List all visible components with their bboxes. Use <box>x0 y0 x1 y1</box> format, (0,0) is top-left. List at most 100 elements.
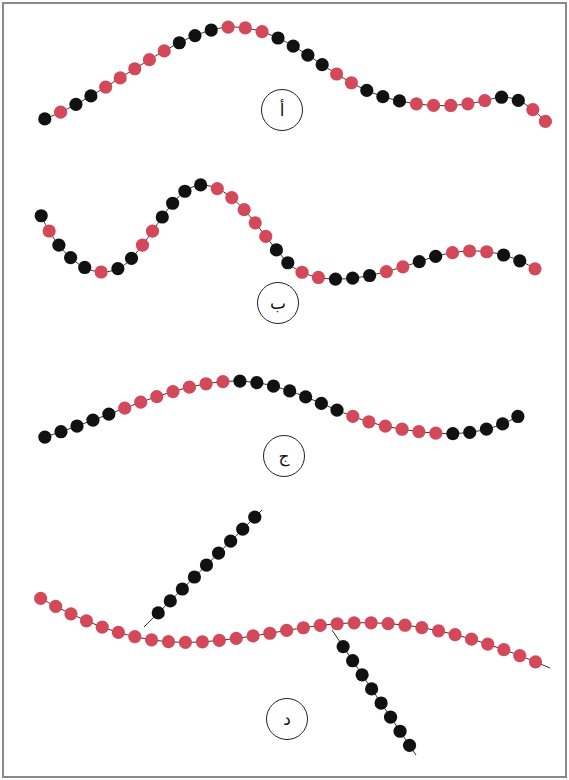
monomer-bead <box>432 624 445 637</box>
monomer-bead <box>188 570 201 583</box>
panel-letter: د <box>283 711 291 728</box>
monomer-bead <box>216 375 229 388</box>
monomer-bead <box>465 633 478 646</box>
monomer-bead <box>80 614 93 627</box>
monomer-bead <box>413 255 426 268</box>
monomer-bead <box>211 182 224 195</box>
monomer-bead <box>295 266 308 279</box>
monomer-bead <box>281 256 294 269</box>
monomer-bead <box>143 53 156 66</box>
monomer-bead <box>384 711 397 724</box>
monomer-bead <box>64 607 77 620</box>
monomer-bead <box>511 410 524 423</box>
monomer-bead <box>393 94 406 107</box>
monomer-bead <box>270 243 283 256</box>
monomer-bead <box>86 414 99 427</box>
monomer-bead <box>301 49 314 62</box>
monomer-bead <box>398 619 411 632</box>
monomer-bead <box>446 427 459 440</box>
monomer-bead <box>145 633 158 646</box>
monomer-bead <box>360 84 373 97</box>
monomer-bead <box>233 374 246 387</box>
monomer-bead <box>345 76 358 89</box>
monomer-bead <box>362 415 375 428</box>
panel-letter: أ <box>280 102 285 119</box>
panel-letter: ج <box>279 448 290 465</box>
monomer-bead <box>224 535 237 548</box>
monomer-bead <box>176 582 189 595</box>
monomer-bead <box>412 425 425 438</box>
monomer-bead <box>396 260 409 273</box>
monomer-bead <box>34 592 47 605</box>
monomer-bead <box>196 635 209 648</box>
monomer-bead <box>380 265 393 278</box>
monomer-bead <box>84 89 97 102</box>
monomer-bead <box>381 617 394 630</box>
monomer-bead <box>314 619 327 632</box>
monomer-bead <box>259 230 272 243</box>
chain-backbone <box>38 597 550 668</box>
monomer-bead <box>461 97 474 110</box>
monomer-bead <box>99 80 112 93</box>
monomer-bead <box>199 377 212 390</box>
monomer-bead <box>297 621 310 634</box>
monomer-bead <box>183 381 196 394</box>
monomer-bead <box>497 248 510 261</box>
monomer-bead <box>69 98 82 111</box>
monomer-bead <box>365 616 378 629</box>
monomer-bead <box>330 403 343 416</box>
monomer-bead <box>496 417 509 430</box>
monomer-bead <box>52 239 65 252</box>
monomer-bead <box>316 58 329 71</box>
monomer-bead <box>512 94 525 107</box>
monomer-bead <box>346 272 359 285</box>
monomer-bead <box>513 254 526 267</box>
monomer-bead <box>529 655 542 668</box>
monomer-bead <box>152 606 165 619</box>
monomer-bead <box>346 410 359 423</box>
monomer-bead <box>114 71 127 84</box>
monomer-bead <box>128 630 141 643</box>
monomer-bead <box>156 210 169 223</box>
monomer-bead <box>446 246 459 259</box>
monomer-bead <box>374 696 387 709</box>
monomer-bead <box>64 251 77 264</box>
monomer-bead <box>173 36 186 49</box>
monomer-bead <box>376 90 389 103</box>
monomer-bead <box>363 269 376 282</box>
monomer-bead <box>112 626 125 639</box>
monomer-bead <box>54 106 67 119</box>
monomer-bead <box>35 209 48 222</box>
label-circle: د <box>266 698 308 740</box>
monomer-bead <box>330 67 343 80</box>
monomer-bead <box>146 225 159 238</box>
chain-branch <box>144 510 262 627</box>
monomer-bead <box>348 616 361 629</box>
monomer-bead <box>194 178 207 191</box>
monomer-bead <box>331 617 344 630</box>
monomer-bead <box>403 739 416 752</box>
monomer-bead <box>539 115 552 128</box>
monomer-bead <box>213 634 226 647</box>
monomer-bead <box>225 191 238 204</box>
monomer-bead <box>70 419 83 432</box>
monomer-bead <box>267 379 280 392</box>
monomer-bead <box>299 390 312 403</box>
monomer-bead <box>395 423 408 436</box>
monomer-bead <box>495 91 508 104</box>
monomer-bead <box>415 621 428 634</box>
monomer-bead <box>312 271 325 284</box>
monomer-bead <box>287 39 300 52</box>
monomer-bead <box>162 635 175 648</box>
monomer-bead <box>38 430 51 443</box>
monomer-bead <box>410 97 423 110</box>
monomer-bead <box>329 273 342 286</box>
panel-letter: ب <box>270 295 286 312</box>
monomer-bead <box>96 620 109 633</box>
monomer-bead <box>178 185 191 198</box>
monomer-bead <box>212 546 225 559</box>
monomer-bead <box>54 425 67 438</box>
monomer-bead <box>95 265 108 278</box>
label-circle: ج <box>263 435 305 477</box>
monomer-bead <box>250 376 263 389</box>
